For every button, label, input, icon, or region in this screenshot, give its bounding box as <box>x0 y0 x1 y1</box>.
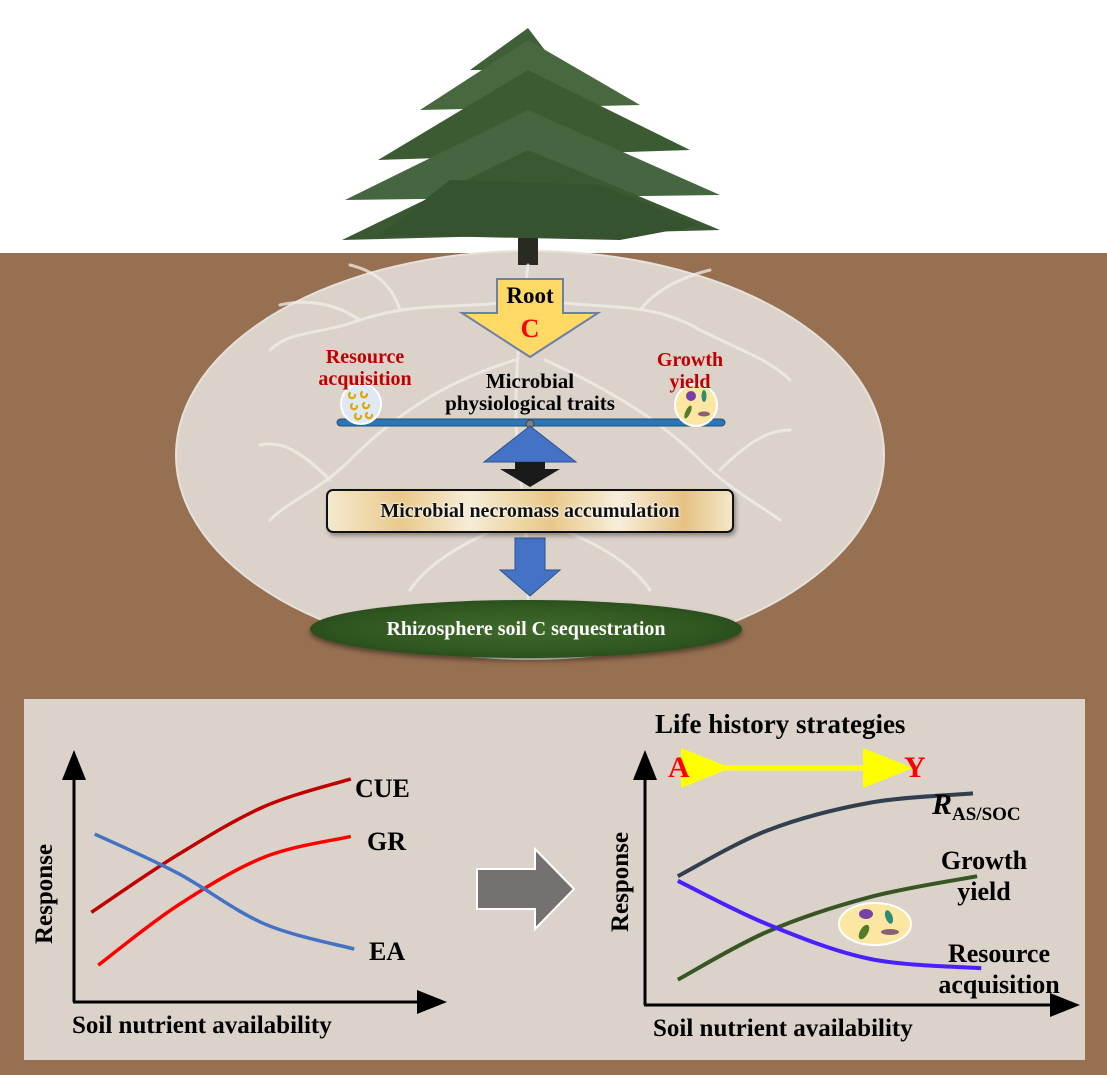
chart2-label-ras-soc: RAS/SOC <box>932 788 1021 825</box>
chart1-x-axis-label: Soil nutrient availability <box>72 1012 332 1039</box>
resource-acquisition-line1: Resource <box>325 346 405 368</box>
chart2-line-growth-yield <box>676 874 978 982</box>
microbial-traits-line2: physiological traits <box>445 391 615 415</box>
chart2-series <box>676 791 982 982</box>
transition-arrow <box>476 846 576 932</box>
growth-yield-label: Growth yield <box>640 349 740 393</box>
carbon-label: C <box>520 314 540 343</box>
tree-icon <box>342 28 720 265</box>
chart1-series <box>90 777 355 967</box>
chart2-title: Life history strategies <box>655 709 906 739</box>
resource-acquisition-line1: Resource <box>947 939 1051 968</box>
chart2-y-axis-label: Response <box>607 832 634 933</box>
growth-yield-line2: yield <box>957 877 1011 906</box>
microbe-cluster-icon <box>340 383 382 425</box>
chart2-line-resource-acquisition <box>676 879 982 971</box>
growth-yield-line2: yield <box>669 371 711 393</box>
growth-yield-line1: Growth <box>940 846 1028 875</box>
chart1-label-ea: EA <box>369 937 406 966</box>
ras-soc-sub: AS/SOC <box>952 804 1021 825</box>
microbial-traits-label: Microbial physiological traits <box>420 370 640 414</box>
chart2-label-resource-acquisition: Resource acquisition <box>918 938 1080 1000</box>
down-arrow-black <box>500 462 560 487</box>
chart1-label-cue: CUE <box>355 774 410 803</box>
chart2-x-axis-label: Soil nutrient availability <box>653 1015 913 1042</box>
microbe-community-icon <box>838 902 912 946</box>
top-diagram-graphics <box>258 28 792 602</box>
root-label: Root <box>506 283 554 308</box>
chart1-y-axis-label: Response <box>31 844 58 945</box>
strategy-label-a: A <box>668 751 690 784</box>
root-carbon-arrow <box>458 278 602 359</box>
chart2-label-growth-yield: Growth yield <box>940 845 1028 907</box>
resource-acquisition-label: Resource acquisition <box>300 346 430 390</box>
chart1-line-gr <box>97 834 352 967</box>
chart1-line-ea <box>94 832 355 951</box>
resource-acquisition-line2: acquisition <box>318 368 412 390</box>
soil-c-sequestration-ellipse: Rhizosphere soil C sequestration <box>310 600 742 658</box>
necromass-accumulation-box: Microbial necromass accumulation <box>326 489 734 533</box>
growth-yield-line1: Growth <box>656 349 724 371</box>
down-arrow-blue <box>498 537 562 597</box>
soil-c-sequestration-label: Rhizosphere soil C sequestration <box>386 617 666 640</box>
resource-acquisition-line2: acquisition <box>938 970 1060 999</box>
strategy-label-y: Y <box>904 751 926 784</box>
microbial-traits-line1: Microbial <box>485 369 575 393</box>
necromass-accumulation-label: Microbial necromass accumulation <box>380 499 680 522</box>
chart1-line-cue <box>90 777 352 914</box>
chart1-label-gr: GR <box>367 827 406 856</box>
microbe-community-icon <box>674 383 718 427</box>
ras-soc-main: R <box>932 788 953 821</box>
chart2-line-r-as-soc <box>676 791 974 878</box>
